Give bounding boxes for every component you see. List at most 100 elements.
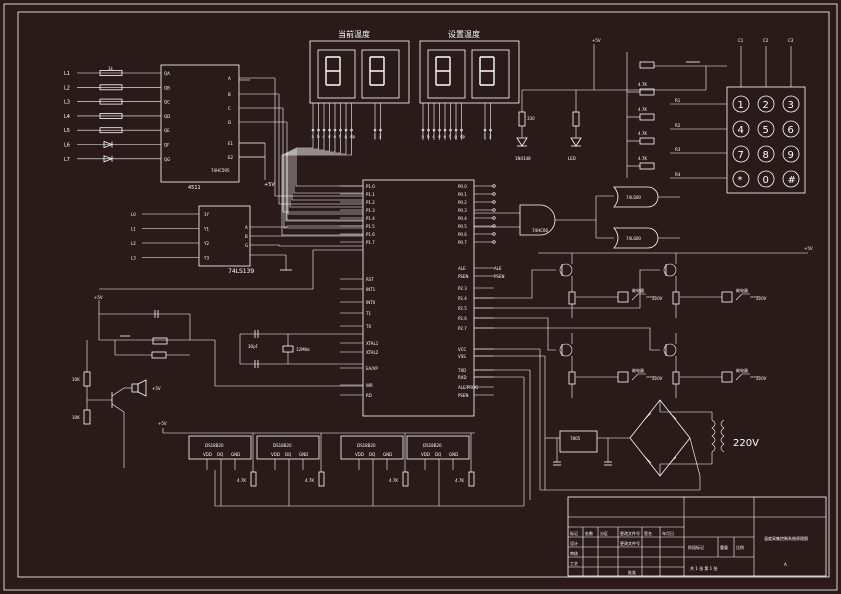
tb-weight: 重量 bbox=[720, 544, 728, 550]
relay-bus-1 bbox=[474, 269, 556, 299]
inner-frame bbox=[17, 11, 830, 578]
mcu-left-pin-label: P1.6 bbox=[366, 232, 375, 237]
mcu-left-pin-label: P1.0 bbox=[366, 184, 375, 189]
sensor-pin-label: GND bbox=[383, 452, 392, 457]
display-current-temp: 当前温度 bbox=[309, 29, 410, 104]
left-chip-right-pin: E2 bbox=[228, 155, 234, 160]
relay-resistor bbox=[568, 371, 576, 385]
sensor-pin-label: DQ bbox=[435, 452, 441, 457]
set-temp-label: 设置温度 bbox=[448, 29, 480, 39]
left-input-label: L4 bbox=[64, 114, 70, 120]
mcu-right-pin-label: P0.4 bbox=[458, 216, 467, 221]
mcu-right-pin-label: P2.5 bbox=[458, 306, 467, 311]
tb-col-1: 标记 bbox=[570, 530, 578, 536]
tb-col-3: 分区 bbox=[600, 530, 608, 536]
left-input-label: L1 bbox=[64, 71, 70, 77]
keypad-res-label: 4.7K bbox=[638, 131, 647, 136]
keypad-key bbox=[757, 120, 775, 138]
keypad-res-label: 4.7K bbox=[638, 82, 647, 87]
decoder-output-wire bbox=[250, 225, 363, 228]
keypad-key-label: * bbox=[738, 175, 743, 186]
left-input-label: L3 bbox=[64, 100, 70, 106]
left-input-diode bbox=[103, 155, 114, 163]
keypad-top-resistor bbox=[639, 61, 655, 69]
sensor-pullup-resistor bbox=[402, 471, 409, 487]
left-input-resistor bbox=[99, 84, 123, 91]
decoder-output-label: A bbox=[245, 225, 248, 230]
sensor-pin-label: VDD bbox=[355, 452, 364, 457]
relay-coil bbox=[721, 291, 733, 303]
keypad-key bbox=[757, 145, 775, 163]
display-pin-label: c bbox=[433, 134, 435, 139]
keypad-pullup-resistor bbox=[639, 88, 655, 96]
relay-contact bbox=[631, 293, 646, 301]
keypad-key bbox=[782, 145, 800, 163]
keypad-pullup-resistor bbox=[639, 113, 655, 121]
keypad-key-label: 5 bbox=[763, 125, 769, 136]
keypad-key bbox=[732, 145, 750, 163]
keypad-key-label: 2 bbox=[763, 100, 769, 111]
left-chip-name: 4511 bbox=[188, 185, 201, 191]
keypad-key-label: 3 bbox=[788, 100, 794, 111]
display-bus-wire bbox=[283, 140, 363, 229]
sensor-pin-label: DQ bbox=[369, 452, 375, 457]
display-bus-wire bbox=[289, 140, 363, 208]
mcu-left-pin-label: WR bbox=[366, 383, 373, 388]
decoder-input-label: L0 bbox=[131, 212, 136, 217]
keypad-key bbox=[732, 95, 750, 113]
keypad-key bbox=[757, 95, 775, 113]
keypad-row-label: R4 bbox=[675, 172, 681, 177]
mcu-right-pin-end bbox=[492, 184, 496, 188]
relay-contact bbox=[735, 373, 750, 381]
decoder-pin-label: 1Y bbox=[204, 212, 210, 217]
left-resistor-label: 1k bbox=[108, 66, 114, 71]
sensor-pin-label: VDD bbox=[421, 452, 430, 457]
sensor-name: DS18B20 bbox=[273, 443, 292, 448]
mcu-left-pin-label: T0 bbox=[365, 324, 371, 329]
keypad-key bbox=[732, 120, 750, 138]
led-indicators: +5V 1N4148 LED 330 bbox=[515, 38, 706, 161]
gate-label-2: 74LS00 bbox=[626, 195, 641, 200]
display-pin-label: f bbox=[449, 134, 451, 139]
sensor-res-label: 4.7K bbox=[389, 478, 398, 483]
decoder-input-label: L1 bbox=[131, 227, 136, 232]
keypad-row-label: R2 bbox=[675, 123, 681, 128]
tb-col-6: 年月日 bbox=[662, 530, 674, 536]
left-vcc-label: +5V bbox=[264, 182, 275, 188]
relay-transistor bbox=[663, 343, 677, 357]
sensor-pullup-resistor bbox=[468, 471, 475, 487]
mcu-left-pin-label: P1.2 bbox=[366, 200, 375, 205]
left-chip-right-pin: B bbox=[228, 92, 231, 97]
display-bus-wire bbox=[287, 140, 363, 215]
left-input-resistor bbox=[99, 98, 123, 105]
mcu-right-pin-label: PSEN bbox=[458, 393, 468, 398]
keypad-key-label: 4 bbox=[738, 125, 744, 136]
keypad-key bbox=[782, 170, 800, 188]
mcu-left-pin-label: P1.3 bbox=[366, 208, 375, 213]
tb-row-craft: 工艺 bbox=[570, 561, 578, 566]
sensor-pin-label: DQ bbox=[285, 452, 291, 457]
tb-row-review: 审核 bbox=[570, 550, 578, 556]
led-label-2: LED bbox=[568, 156, 576, 161]
mcu-right-pin-label: P0.6 bbox=[458, 232, 467, 237]
mcu-left-pin-label: RD bbox=[366, 393, 372, 398]
left-input-resistor bbox=[99, 113, 123, 119]
left-chip-pin-label: QA bbox=[164, 71, 170, 76]
led-res-label: 330 bbox=[527, 116, 535, 121]
tb-code: A bbox=[784, 562, 787, 567]
mcu-left-pin-label: P1.5 bbox=[366, 224, 375, 229]
sensor-pin-label: VDD bbox=[203, 452, 212, 457]
mcu-right-pin-end bbox=[492, 216, 496, 220]
title-block: 标记 处数 分区 更改文件号 签名 年月日 设计 审核 工艺 更改文件号 批准 … bbox=[567, 496, 827, 577]
left-chip-right-pin: E1 bbox=[228, 141, 234, 146]
relay-transistor bbox=[663, 263, 677, 277]
keypad-col-label: C2 bbox=[763, 38, 769, 43]
mcu-right-pin-label: ALE/PROG bbox=[458, 385, 478, 390]
mcu-right-pin-label: P0.7 bbox=[458, 240, 467, 245]
